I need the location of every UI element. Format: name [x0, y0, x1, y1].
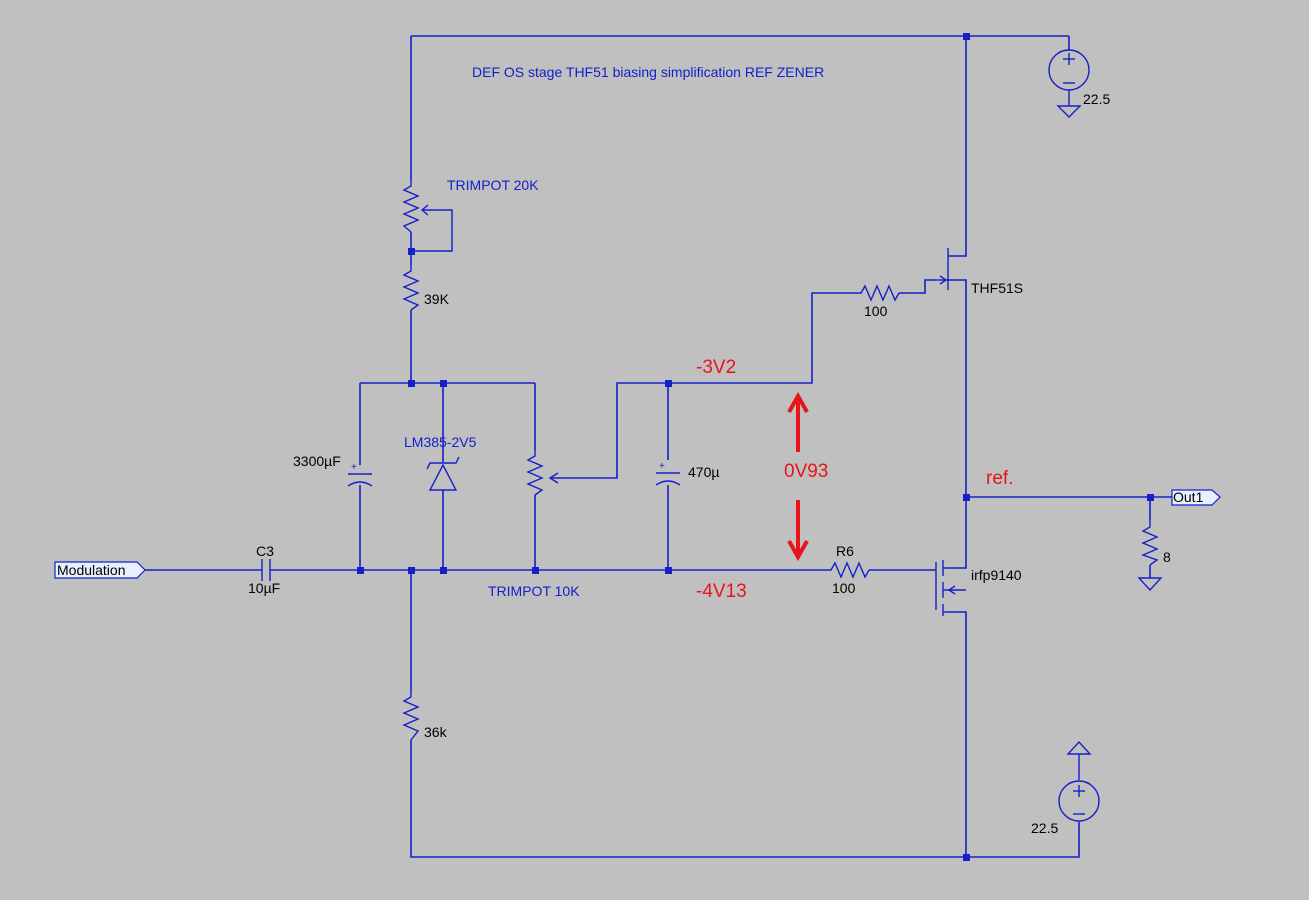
capacitor-c3[interactable] — [261, 559, 271, 581]
capacitor-3300uf-label: 3300µF — [293, 453, 341, 469]
load-resistor[interactable] — [1137, 520, 1163, 592]
resistor-39k-label: 39K — [424, 291, 450, 307]
svg-text:+: + — [659, 461, 665, 472]
zener-lm385[interactable] — [426, 456, 460, 491]
mosfet-irfp9140[interactable] — [935, 560, 966, 616]
capacitor-470u[interactable]: + — [655, 461, 681, 486]
voltage-source-top[interactable] — [1048, 49, 1090, 118]
svg-text:+: + — [351, 462, 357, 473]
double-arrow-icon — [787, 391, 809, 562]
title-note: DEF OS stage THF51 biasing simplificatio… — [472, 64, 824, 80]
c3-value-label: 10µF — [248, 580, 280, 596]
annotation-v-bottom: -4V13 — [696, 581, 747, 602]
input-port[interactable]: Modulation — [54, 561, 146, 579]
trimpot-20k-label: TRIMPOT 20K — [447, 177, 539, 193]
voltage-source-top-label: 22.5 — [1083, 91, 1110, 107]
resistor-gate-top-label: 100 — [864, 303, 888, 319]
r6-value-label: 100 — [832, 580, 856, 596]
trimpot-10k[interactable] — [526, 450, 559, 496]
load-label: 8 — [1163, 549, 1171, 565]
input-port-label: Modulation — [57, 562, 126, 578]
trimpot-20k[interactable] — [402, 180, 453, 252]
voltage-source-bottom[interactable] — [1058, 740, 1100, 822]
capacitor-3300uf[interactable]: + — [347, 462, 373, 487]
jfet-label: THF51S — [971, 280, 1023, 296]
output-port[interactable]: Out1 — [1171, 489, 1221, 506]
annotation-ref: ref. — [986, 468, 1013, 489]
junctions — [357, 33, 1154, 861]
resistor-36k-label: 36k — [424, 724, 448, 740]
jfet-thf51s[interactable] — [936, 248, 949, 290]
mosfet-label: irfp9140 — [971, 567, 1022, 583]
trimpot-10k-label: TRIMPOT 10K — [488, 583, 580, 599]
c3-name-label: C3 — [256, 543, 274, 559]
zener-label: LM385-2V5 — [404, 434, 477, 450]
output-port-label: Out1 — [1173, 489, 1204, 505]
resistor-36k[interactable] — [402, 690, 420, 741]
resistor-39k[interactable] — [402, 265, 420, 311]
resistor-r6[interactable] — [825, 561, 870, 579]
annotation-v-top: -3V2 — [696, 357, 736, 378]
wires — [145, 35, 1172, 858]
resistor-gate-top[interactable] — [855, 284, 900, 302]
capacitor-470u-label: 470µ — [688, 464, 719, 480]
r6-name-label: R6 — [836, 543, 854, 559]
voltage-source-bottom-label: 22.5 — [1031, 820, 1058, 836]
annotation-v-diff: 0V93 — [784, 461, 828, 482]
